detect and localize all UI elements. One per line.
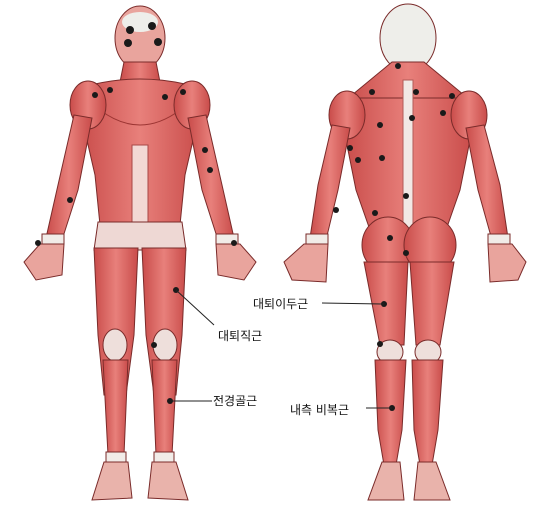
trigger-point bbox=[67, 197, 73, 203]
label-medial-gastrocnemius: 내측 비복근 bbox=[290, 401, 349, 418]
trigger-point bbox=[124, 39, 132, 47]
trigger-point bbox=[395, 63, 401, 69]
trigger-point bbox=[202, 147, 208, 153]
trigger-point bbox=[154, 38, 162, 46]
trigger-point bbox=[409, 115, 415, 121]
trigger-point bbox=[387, 235, 393, 241]
label-rectus-femoris: 대퇴직근 bbox=[218, 327, 262, 344]
trigger-point bbox=[107, 87, 113, 93]
trigger-point bbox=[372, 210, 378, 216]
trigger-point bbox=[440, 110, 446, 116]
trigger-point bbox=[377, 341, 383, 347]
trigger-point bbox=[180, 89, 186, 95]
trigger-point bbox=[162, 94, 168, 100]
trigger-point bbox=[379, 155, 385, 161]
trigger-point bbox=[449, 93, 455, 99]
front-body-figure bbox=[24, 6, 256, 500]
trigger-point bbox=[347, 145, 353, 151]
trigger-point bbox=[207, 167, 213, 173]
trigger-point bbox=[403, 193, 409, 199]
trigger-point bbox=[333, 207, 339, 213]
trigger-point bbox=[355, 157, 361, 163]
trigger-point bbox=[231, 240, 237, 246]
trigger-point bbox=[35, 240, 41, 246]
trigger-point bbox=[126, 26, 134, 34]
trigger-point bbox=[413, 89, 419, 95]
trigger-point bbox=[148, 22, 156, 30]
trigger-point bbox=[369, 89, 375, 95]
label-biceps-femoris: 대퇴이두근 bbox=[253, 295, 308, 312]
trigger-point bbox=[403, 250, 409, 256]
trigger-point bbox=[151, 342, 157, 348]
trigger-point bbox=[377, 122, 383, 128]
label-tibialis-anterior: 전경골근 bbox=[213, 392, 257, 409]
trigger-point bbox=[92, 92, 98, 98]
